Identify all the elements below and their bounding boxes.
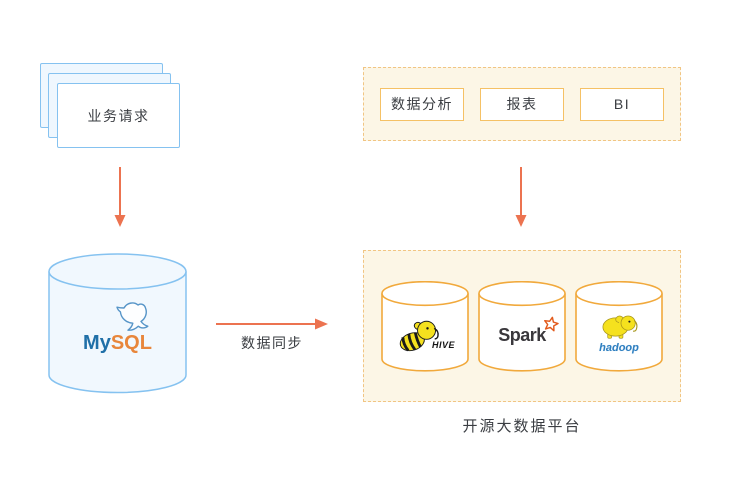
business-request-label: 业务请求 (87, 107, 150, 124)
mysql-wordmark-my: My (83, 332, 111, 354)
platform-group: HIVE Spark (363, 250, 681, 402)
analytics-item-label: 数据分析 (391, 96, 453, 112)
hive-logo: HIVE (381, 281, 469, 372)
mysql-logo: MySQL (48, 300, 187, 353)
analytics-item-label: BI (613, 96, 631, 112)
analytics-group: 数据分析 报表 BI (363, 67, 681, 141)
hive-mascot-icon (399, 320, 439, 352)
mysql-cylinder (48, 253, 187, 394)
arrow-right-mysql-to-platform-icon (216, 318, 328, 330)
cylinder-shape (478, 281, 566, 372)
spark-logo: Spark (478, 281, 566, 372)
data-sync-label: 数据同步 (241, 335, 303, 351)
mysql-wordmark: MySQL (83, 333, 152, 353)
hadoop-cylinder: hadoop (575, 281, 663, 372)
arrow-down-analytics-to-platform-icon (515, 167, 527, 227)
spark-cylinder: Spark (478, 281, 566, 372)
platform-caption: 开源大数据平台 (462, 418, 582, 435)
hadoop-elephant-icon (602, 315, 638, 339)
mysql-dolphin-icon (115, 302, 148, 331)
analytics-item-label: 报表 (506, 96, 538, 112)
analytics-item-report: 报表 (480, 87, 564, 121)
hadoop-logo: hadoop (575, 281, 663, 372)
business-request-card: 业务请求 (57, 83, 180, 148)
hive-label: HIVE (431, 340, 455, 350)
arrow-down-requests-to-mysql-icon (114, 167, 126, 227)
hadoop-label: hadoop (599, 342, 639, 354)
spark-label: Spark (498, 316, 559, 345)
mysql-wordmark-sql: SQL (110, 332, 152, 354)
spark-star-icon (543, 316, 559, 332)
analytics-item-data-analysis: 数据分析 (380, 87, 464, 121)
analytics-item-bi: BI (580, 87, 664, 121)
hive-cylinder: HIVE (381, 281, 469, 372)
